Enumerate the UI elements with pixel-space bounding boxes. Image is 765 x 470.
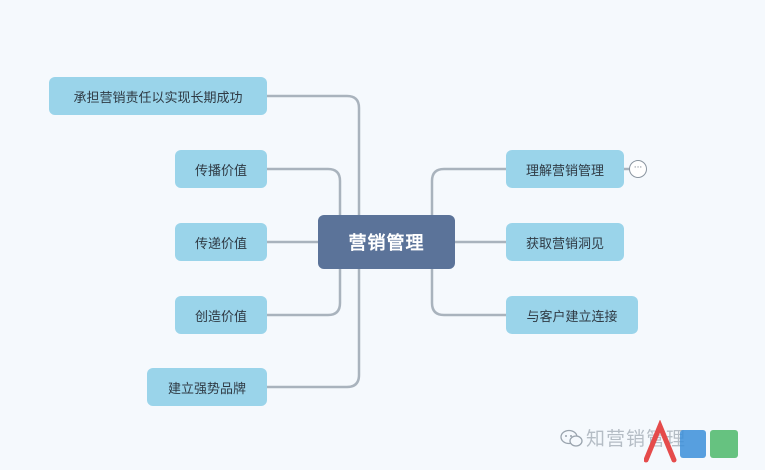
collapse-toggle-button[interactable]: ··· — [629, 160, 647, 178]
watermark-text: 知营销管理 — [586, 428, 687, 450]
left-branch-line-4 — [265, 254, 342, 317]
topic-responsibility[interactable]: 承担营销责任以实现长期成功 — [49, 77, 267, 115]
topic-connect-customers[interactable]: 与客户建立连接 — [506, 296, 638, 334]
topic-marketing-insights[interactable]: 获取营销洞见 — [506, 223, 624, 261]
right-branch-line-1 — [430, 167, 508, 232]
central-topic[interactable]: 营销管理 — [318, 215, 455, 269]
left-trunk — [265, 94, 361, 232]
topic-communicate-value[interactable]: 传播价值 — [175, 150, 267, 188]
wechat-icon — [560, 429, 583, 447]
topic-deliver-value[interactable]: 传递价值 — [175, 223, 267, 261]
topic-understand-marketing[interactable]: 理解营销管理 — [506, 150, 624, 188]
left-trunk-lower — [265, 254, 361, 389]
left-branch-line-2 — [265, 167, 342, 232]
watermark: 知营销管理 — [560, 420, 760, 463]
topic-create-value[interactable]: 创造价值 — [175, 296, 267, 334]
topic-build-brand[interactable]: 建立强势品牌 — [147, 368, 267, 406]
brand-logo — [644, 420, 738, 463]
right-branch-line-3 — [430, 254, 508, 317]
